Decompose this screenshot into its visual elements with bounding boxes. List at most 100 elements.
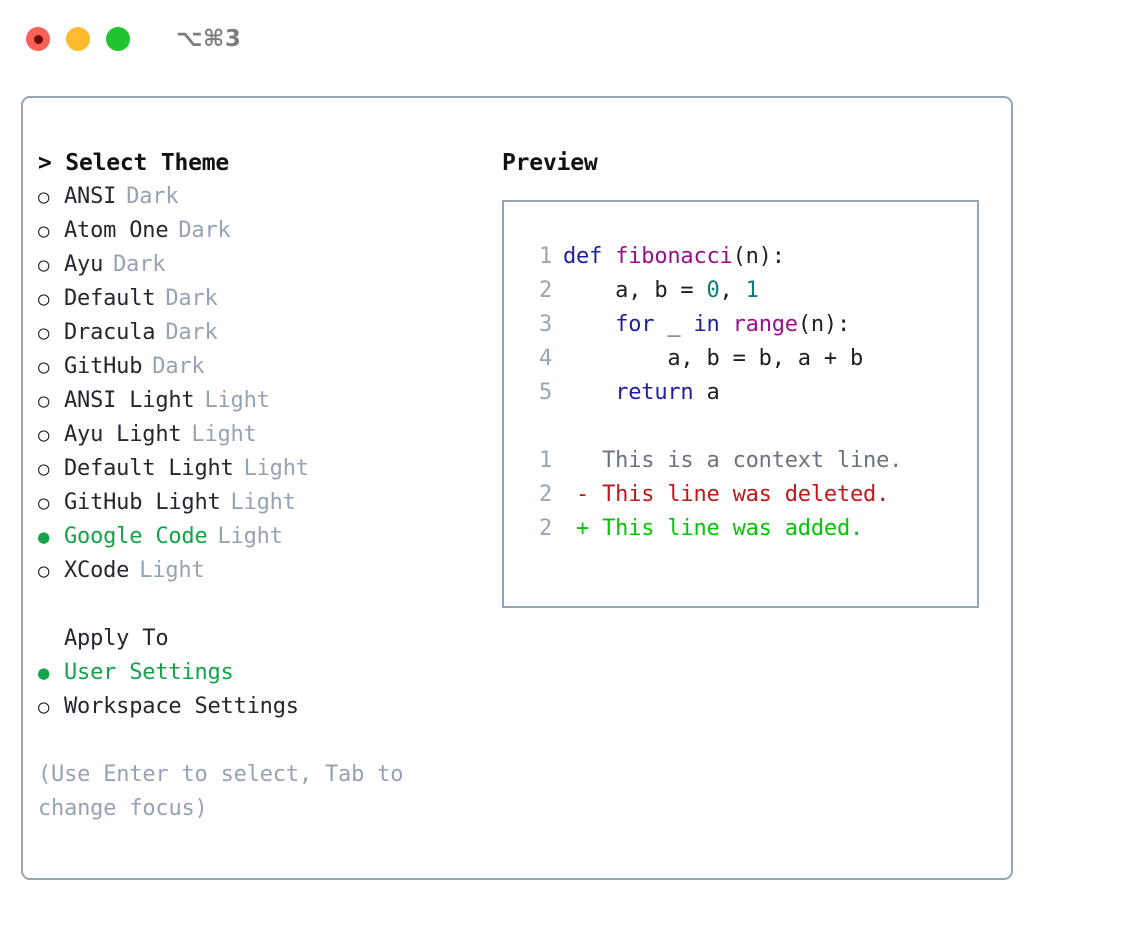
code-token-pl: , [719, 278, 746, 303]
theme-item-2[interactable]: ○ Ayu Dark [38, 248, 478, 282]
code-line-text: a, b = b, a + b [563, 342, 863, 376]
theme-item-7[interactable]: ○ Ayu Light Light [38, 418, 478, 452]
code-line-text: a, b = 0, 1 [563, 274, 759, 308]
code-line: 4 a, b = b, a + b [522, 342, 977, 376]
code-token-kw: return [615, 380, 694, 405]
apply-to-item-label: User Settings [64, 660, 234, 685]
radio-unselected-icon: ○ [38, 288, 50, 310]
theme-item-6[interactable]: ○ ANSI Light Light [38, 384, 478, 418]
theme-category-tag: Dark [152, 354, 205, 379]
theme-item-label: Ayu [64, 252, 104, 277]
diff-line-text: - This line was deleted. [563, 482, 890, 507]
theme-item-10[interactable]: ● Google Code Light [38, 520, 478, 554]
code-line-number: 4 [538, 346, 552, 371]
code-token-kw: def [563, 244, 616, 269]
code-token-pl [563, 312, 615, 337]
code-line-text: for _ in range(n): [563, 308, 850, 342]
radio-unselected-icon: ○ [38, 696, 50, 718]
radio-unselected-icon: ○ [38, 186, 50, 208]
select-theme-heading: > Select Theme [38, 150, 230, 176]
theme-category-tag: Dark [113, 252, 166, 277]
theme-item-0[interactable]: ○ ANSI Dark [38, 180, 478, 214]
theme-item-label: GitHub Light [64, 490, 221, 515]
code-token-pl: _ [654, 312, 694, 337]
diff-line-add: 2 + This line was added. [522, 512, 977, 546]
code-line-text: return a [563, 376, 720, 410]
code-token-pl [563, 380, 615, 405]
code-token-num: 0 [706, 278, 720, 303]
apply-to-panel: Apply To ● User Settings ○ Workspace Settin… [38, 622, 478, 724]
code-token-pl: a, b = b, a + b [563, 346, 864, 371]
close-button[interactable] [26, 27, 50, 51]
radio-unselected-icon: ○ [38, 220, 50, 242]
theme-item-9[interactable]: ○ GitHub Light Light [38, 486, 478, 520]
apply-to-list[interactable]: ● User Settings ○ Workspace Settings [38, 656, 478, 724]
radio-unselected-icon: ○ [38, 560, 50, 582]
code-line: 3 for _ in range(n): [522, 308, 977, 342]
theme-item-label: Ayu Light [64, 422, 182, 447]
keyboard-shortcut-label: ⌥⌘3 [176, 26, 242, 52]
apply-to-item-label: Workspace Settings [64, 694, 299, 719]
theme-item-label: Default Light [64, 456, 234, 481]
code-line-number: 5 [538, 380, 552, 405]
code-line: 5 return a [522, 376, 977, 410]
theme-category-tag: Light [217, 524, 283, 549]
radio-unselected-icon: ○ [38, 424, 50, 446]
code-token-pl: a [693, 380, 720, 405]
diff-line-ctx: 1 This is a context line. [522, 444, 977, 478]
diff-sample: 1 This is a context line.2 - This line w… [522, 444, 977, 546]
radio-unselected-icon: ○ [38, 254, 50, 276]
theme-item-label: Atom One [64, 218, 169, 243]
code-spacer [522, 410, 977, 444]
theme-category-tag: Light [191, 422, 257, 447]
radio-unselected-icon: ○ [38, 322, 50, 344]
code-line: 2 a, b = 0, 1 [522, 274, 977, 308]
radio-unselected-icon: ○ [38, 390, 50, 412]
theme-item-label: Google Code [64, 524, 208, 549]
radio-unselected-icon: ○ [38, 492, 50, 514]
keyboard-hint-text: (Use Enter to select, Tab to change focu… [38, 762, 404, 821]
theme-category-tag: Dark [126, 184, 179, 209]
theme-category-tag: Light [243, 456, 309, 481]
code-token-pl: (n): [797, 312, 851, 337]
diff-line-number: 1 [538, 448, 552, 473]
code-line-text: def fibonacci(n): [563, 240, 785, 274]
code-line: 1 def fibonacci(n): [522, 240, 977, 274]
diff-line-number: 2 [538, 482, 552, 507]
theme-item-label: ANSI [64, 184, 117, 209]
code-token-pl: (n): [732, 244, 785, 269]
preview-heading: Preview [502, 150, 598, 176]
code-token-pl [720, 312, 733, 337]
radio-selected-icon: ● [38, 662, 50, 684]
theme-category-tag: Light [230, 490, 296, 515]
theme-item-label: XCode [64, 558, 130, 583]
minimize-button[interactable] [66, 27, 90, 51]
code-line-number: 1 [538, 244, 552, 269]
apply-to-item-0[interactable]: ● User Settings [38, 656, 478, 690]
apply-to-item-1[interactable]: ○ Workspace Settings [38, 690, 478, 724]
theme-category-tag: Light [204, 388, 270, 413]
code-token-num: 1 [745, 278, 759, 303]
apply-to-heading: Apply To [64, 626, 169, 651]
diff-line-del: 2 - This line was deleted. [522, 478, 977, 512]
theme-item-label: ANSI Light [64, 388, 195, 413]
radio-unselected-icon: ○ [38, 356, 50, 378]
maximize-button[interactable] [106, 27, 130, 51]
theme-item-label: Default [64, 286, 156, 311]
title-bar: ⌥⌘3 [0, 0, 1140, 78]
radio-selected-icon: ● [38, 526, 50, 548]
code-line-number: 3 [538, 312, 552, 337]
code-token-kw: for [615, 312, 655, 337]
